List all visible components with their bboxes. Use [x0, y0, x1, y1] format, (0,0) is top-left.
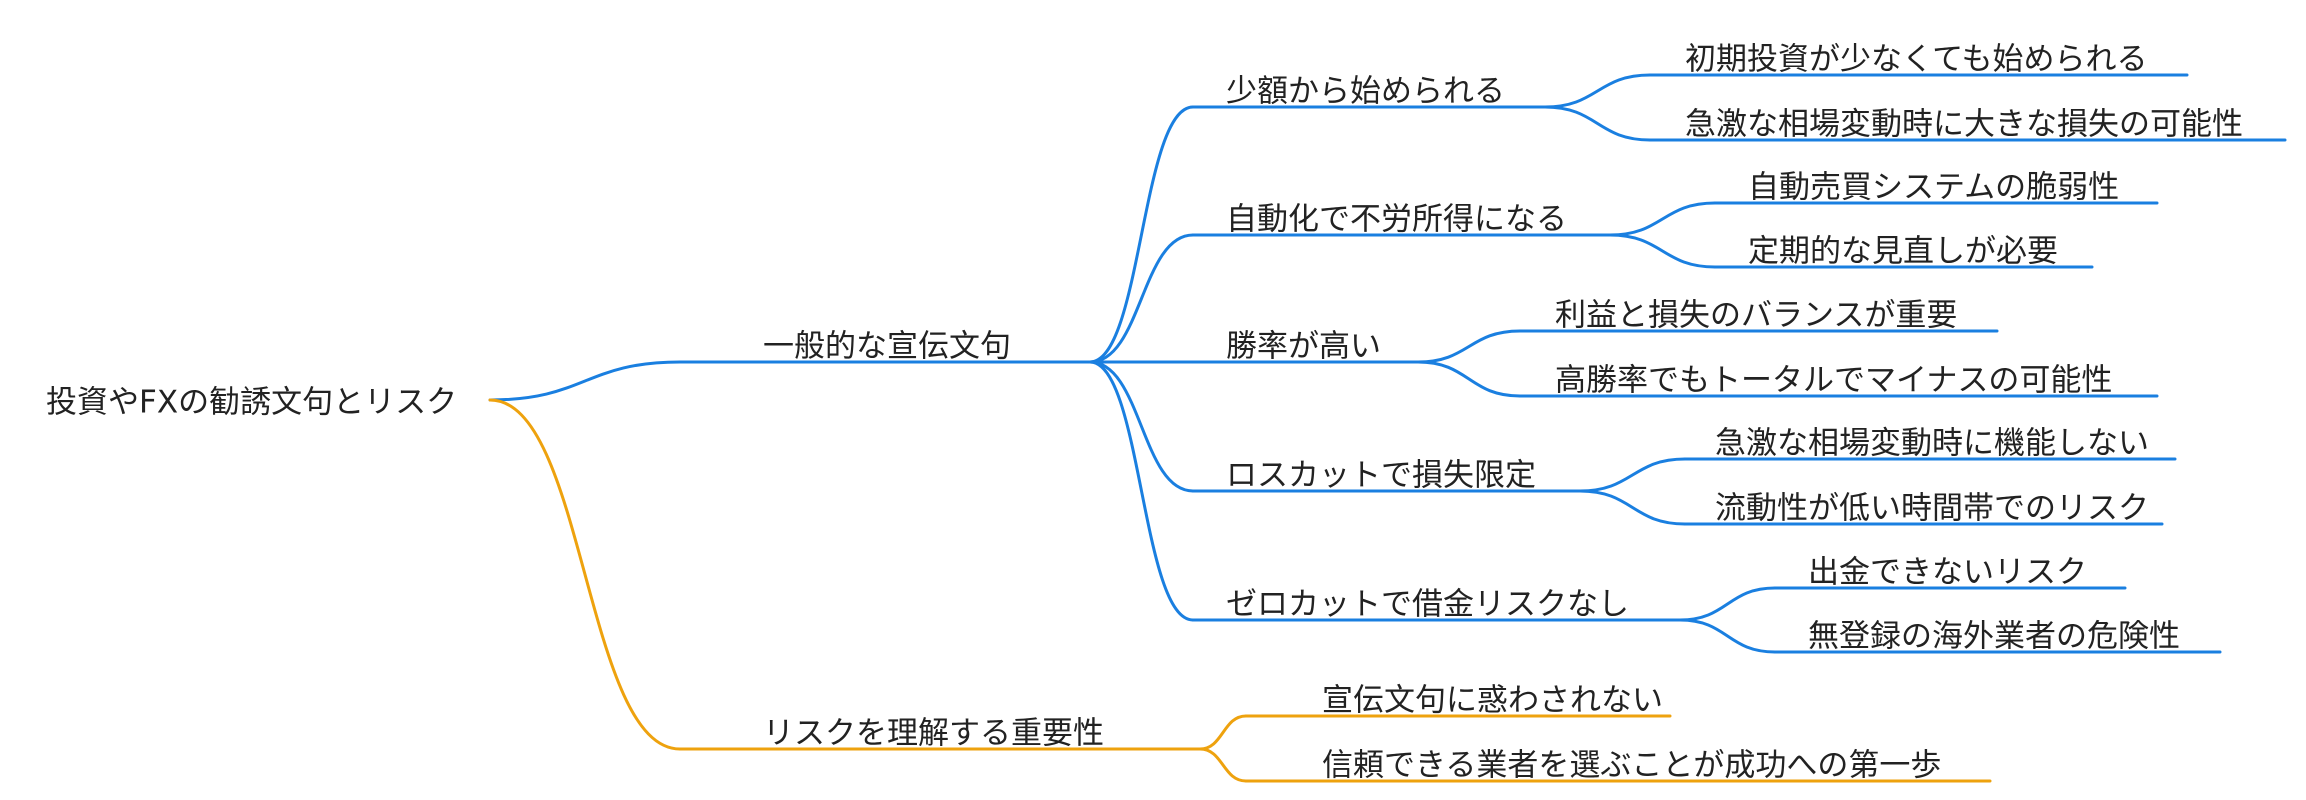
edge-sub-0-1-leaf-0: [1608, 201, 1717, 237]
leaf-topic-0-2-1: 高勝率でもトータルでマイナスの可能性: [1555, 363, 2112, 399]
subtopic-0-3: ロスカットで損失限定: [1226, 458, 1536, 494]
leaf-topic-0-1-1: 定期的な見直しが必要: [1748, 234, 2058, 270]
leaf-topic-0-0-1: 急激な相場変動時に大きな損失の可能性: [1685, 107, 2243, 143]
edge-branch-0-sub-4: [1088, 360, 1195, 622]
mindmap-labels: 投資やFXの勧誘文句とリスク 一般的な宣伝文句 少額から始められる 初期投資が少なくて…: [46, 42, 2243, 784]
leaf-topic-0-3-0: 急激な相場変動時に機能しない: [1715, 426, 2149, 462]
leaf-topic-0-1-0: 自動売買システムの脆弱性: [1748, 170, 2119, 206]
edge-branch-1-sub-0: [1198, 714, 1248, 751]
branch-topic-1: リスクを理解する重要性: [763, 716, 1104, 752]
subtopic-0-4: ゼロカットで借金リスクなし: [1226, 587, 1629, 623]
leaf-topic-0-2-0: 利益と損失のバランスが重要: [1555, 298, 1957, 334]
subtopic-0-1: 自動化で不労所得になる: [1226, 202, 1567, 238]
subtopic-0-0: 少額から始められる: [1226, 74, 1505, 110]
subtopic-0-2: 勝率が高い: [1226, 329, 1381, 365]
edge-branch-1-sub-1: [1198, 747, 1248, 783]
edge-branch-0-sub-1: [1088, 233, 1195, 364]
edge-branch-0-sub-3: [1088, 360, 1195, 493]
leaf-topic-0-4-1: 無登録の海外業者の危険性: [1808, 619, 2180, 655]
edge-sub-0-1-leaf-1: [1608, 233, 1717, 269]
edge-sub-0-4-leaf-1: [1678, 618, 1777, 654]
branch-topic-0: 一般的な宣伝文句: [763, 329, 1011, 365]
subtopic-1-0: 宣伝文句に惑わされない: [1322, 683, 1663, 719]
edge-root-branch-1: [488, 398, 682, 751]
root-topic: 投資やFXの勧誘文句とリスク: [46, 385, 457, 421]
leaf-topic-0-4-0: 出金できないリスク: [1808, 555, 2087, 591]
edge-sub-0-0-leaf-0: [1543, 73, 1652, 109]
edge-sub-0-0-leaf-1: [1543, 105, 1652, 142]
edge-sub-0-4-leaf-0: [1678, 586, 1777, 622]
edge-sub-0-2-leaf-0: [1416, 329, 1522, 364]
leaf-topic-0-0-0: 初期投資が少なくても始められる: [1685, 42, 2148, 78]
leaf-topic-0-3-1: 流動性が低い時間帯でのリスク: [1715, 491, 2149, 527]
edge-sub-0-3-leaf-1: [1578, 489, 1687, 526]
edge-sub-0-2-leaf-1: [1416, 360, 1522, 398]
subtopic-1-1: 信頼できる業者を選ぶことが成功への第一歩: [1322, 748, 1941, 784]
mindmap-edges: [488, 73, 2287, 783]
edge-branch-0-sub-0: [1088, 105, 1195, 364]
edge-root-branch-0: [488, 360, 682, 402]
edge-sub-0-3-leaf-0: [1578, 457, 1687, 493]
